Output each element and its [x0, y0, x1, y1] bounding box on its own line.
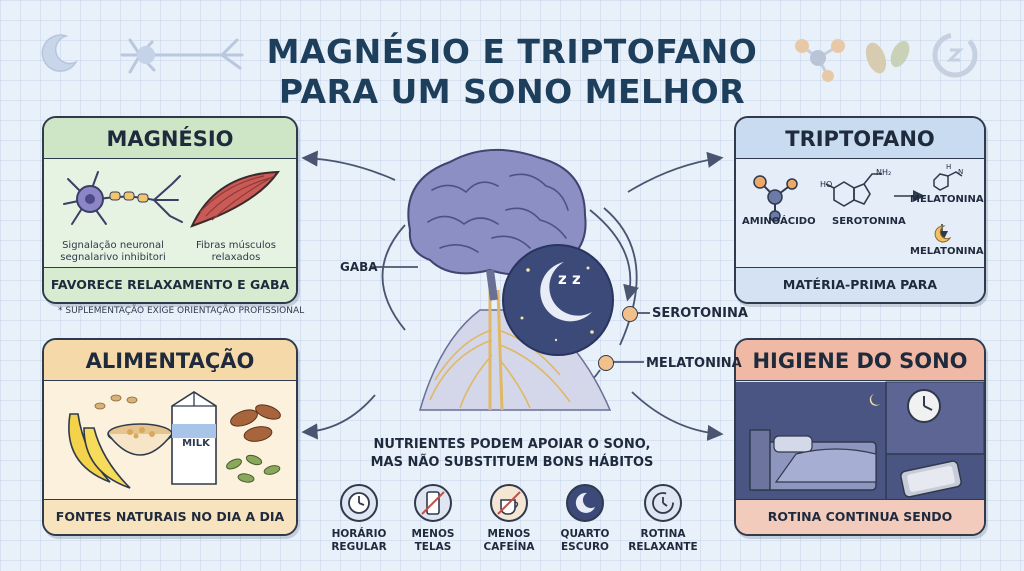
amino-acid-molecule-icon — [753, 175, 798, 222]
serotonin-structure-icon — [825, 173, 882, 207]
triptofano-footer: MATÉRIA-PRIMA PARA MELATONINA — [736, 267, 984, 302]
bedroom-illustration — [736, 381, 984, 500]
card-magnesio: MAGNÉSIO Signalação neuronal segnalarivo… — [42, 116, 298, 304]
habit-label-4-line2: ESCURO — [561, 541, 609, 553]
habit-label-4-line1: QUARTO — [560, 528, 610, 540]
mol-n-label: N — [958, 168, 964, 176]
decor-molecule-icon — [795, 39, 845, 82]
habit-routine-clock-icon — [644, 484, 682, 522]
magnesio-caption-right-2: relaxados — [211, 252, 261, 263]
decor-neuron-icon — [120, 38, 244, 74]
melatonin-structure-icon — [933, 171, 963, 191]
melatonina-center-label: MELATONINA — [646, 356, 742, 371]
habit-moon-icon — [566, 484, 604, 522]
triptofano-heading: TRIPTOFANO — [736, 118, 984, 159]
habit-label-5-line1: ROTINA — [640, 528, 686, 540]
message-line1: NUTRIENTES PODEM APOIAR O SONO, — [373, 437, 651, 452]
habit-clock-icon — [340, 484, 378, 522]
mol-h-label: H — [946, 163, 952, 171]
gaba-label: GABA — [340, 260, 378, 274]
sleep-zz: z z — [558, 270, 581, 288]
serotonina-node — [622, 306, 638, 322]
habit-no-phone-icon — [414, 484, 452, 522]
message-line2: MAS NÃO SUBSTITUEM BONS HÁBITOS — [370, 455, 654, 470]
habit-label-3-line2: CAFEÍNA — [483, 541, 535, 553]
magnesio-caption-right-1: Fibras músculos — [195, 240, 276, 251]
supplement-note: * SUPLEMENTAÇÃO EXIGE ORIENTAÇÃO PROFISS… — [58, 306, 305, 316]
decor-seeds-icon — [865, 40, 910, 74]
night-moon-circle — [502, 244, 614, 356]
magnesio-footer: FAVORECE RELAXAMENTO E GABA — [44, 267, 296, 302]
habit-label-1-line2: REGULAR — [331, 541, 387, 553]
brain-illustration — [407, 149, 612, 411]
habit-label-1-line1: HORÁRIO — [331, 528, 387, 540]
label-aminoacido: AMINOÁCIDO — [742, 216, 816, 227]
habit-label-5-line2: RELAXANTE — [628, 541, 698, 553]
muscle-icon — [190, 170, 280, 228]
neuron-icon — [63, 171, 183, 225]
habit-label-2-line2: TELAS — [414, 541, 452, 553]
habit-no-coffee-icon — [490, 484, 528, 522]
page-title-line1: MAGNÉSIO E TRIPTOFANO — [266, 32, 758, 71]
label-melatonina-top: MELATONINA — [910, 194, 984, 205]
magnesio-heading: MAGNÉSIO — [44, 118, 296, 159]
mol-nh2-label: NH₂ — [876, 168, 892, 177]
higiene-footer: ROTINA CONTINUA SENDO ESSENCIAL — [736, 499, 984, 534]
label-melatonina-bottom: MELATONINA — [910, 246, 984, 257]
card-higiene: HIGIENE DO SONO ROTINA CONTINUA SENDO ES… — [734, 338, 986, 536]
milk-label: MILK — [182, 438, 210, 449]
page-title-line2: PARA UM SONO MELHOR — [278, 72, 746, 111]
alimentacao-heading: ALIMENTAÇÃO — [44, 340, 296, 381]
card-alimentacao: ALIMENTAÇÃO MILK FONTES NATURAIS N — [42, 338, 298, 536]
decor-cycle-icon — [932, 32, 978, 78]
label-serotonina: SEROTONINA — [832, 216, 906, 227]
habit-label-2-line1: MENOS — [411, 528, 455, 540]
melatonina-node — [598, 355, 614, 371]
habit-label-3-line1: MENOS — [487, 528, 531, 540]
alimentacao-footer: FONTES NATURAIS NO DIA A DIA — [44, 499, 296, 534]
serotonina-center-label: SEROTONINA — [652, 306, 748, 321]
food-illustration — [68, 391, 281, 489]
magnesio-caption-left-2: segnalarivo inhibitori — [60, 252, 166, 263]
magnesio-caption-left-1: Signalação neuronal — [62, 240, 164, 251]
crescent-moon-icon — [934, 225, 952, 243]
mol-ho-label: HO — [820, 180, 833, 189]
higiene-heading: HIGIENE DO SONO — [736, 340, 984, 381]
decor-moon-icon — [41, 34, 78, 72]
card-triptofano: TRIPTOFANO NH₂ HO H N AMINOÁCIDO SEROTON… — [734, 116, 986, 304]
